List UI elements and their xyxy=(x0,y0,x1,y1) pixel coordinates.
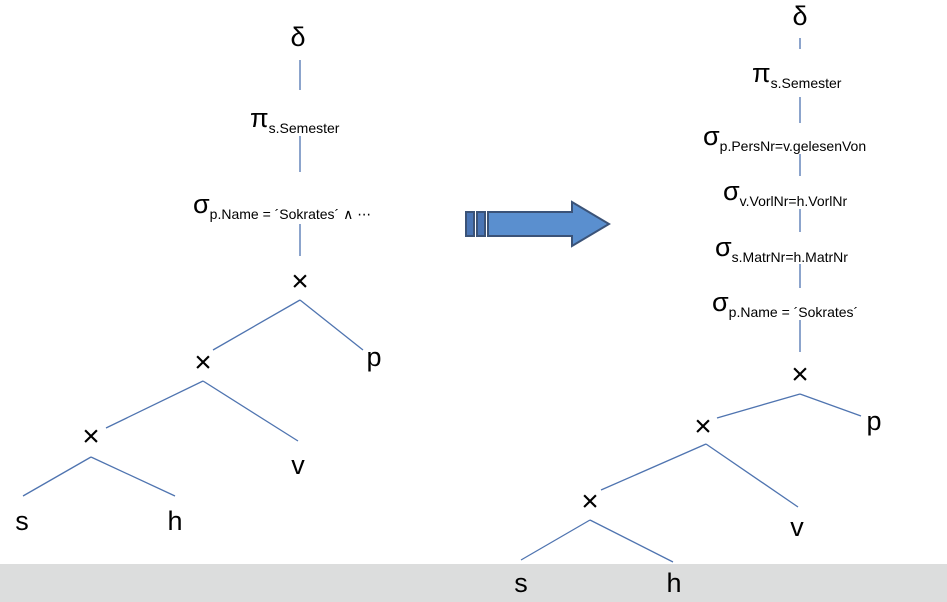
right-projection: πs.Semester xyxy=(752,58,842,91)
left-cross-2: × xyxy=(194,346,212,379)
right-projection-subscript: s.Semester xyxy=(771,75,842,91)
right-tree: δ πs.Semester σp.PersNr=v.gelesenVon σv.… xyxy=(514,1,881,598)
left-selection-subscript: p.Name = ´Sokrates´ ∧ ⋯ xyxy=(210,206,372,222)
bottom-bar xyxy=(0,564,947,602)
right-projection-symbol: π xyxy=(752,58,771,88)
left-edge-cross1-cross2 xyxy=(212,299,301,351)
right-root-delta: δ xyxy=(792,1,807,31)
left-edge-cross3-s xyxy=(22,456,92,497)
right-edge-cross1-cross2 xyxy=(716,393,801,419)
transformation-arrow xyxy=(465,200,611,248)
right-selection-2-subscript: v.VorlNr=h.VorlNr xyxy=(740,193,848,209)
left-selection-symbol: σ xyxy=(193,189,210,219)
right-selection-4: σp.Name = ´Sokrates´ xyxy=(712,287,858,320)
arrow-tail-segment-2 xyxy=(476,211,486,237)
left-leaf-h: h xyxy=(167,506,182,536)
right-selection-3: σs.MatrNr=h.MatrNr xyxy=(715,232,848,265)
right-edge-cross1-p xyxy=(799,393,862,417)
left-selection: σp.Name = ´Sokrates´ ∧ ⋯ xyxy=(193,189,371,222)
right-leaf-s: s xyxy=(514,568,528,598)
right-edge-cross3-h xyxy=(589,519,674,563)
left-cross-1: × xyxy=(291,265,309,298)
right-selection-1-symbol: σ xyxy=(703,121,720,151)
right-edge-cross3-s xyxy=(520,519,591,561)
right-selection-4-subscript: p.Name = ´Sokrates´ xyxy=(729,304,859,320)
left-edge-cross2-v xyxy=(202,380,299,442)
right-edge-cross2-v xyxy=(705,443,799,508)
left-leaf-s: s xyxy=(15,506,29,536)
arrow-body xyxy=(487,200,611,248)
left-projection: πs.Semester xyxy=(250,103,340,136)
right-cross-3: × xyxy=(581,485,599,518)
left-projection-subscript: s.Semester xyxy=(269,120,340,136)
right-leaf-v: v xyxy=(790,512,804,542)
left-projection-symbol: π xyxy=(250,103,269,133)
right-cross-1: × xyxy=(791,358,809,391)
left-cross-3: × xyxy=(82,420,100,453)
right-selection-1: σp.PersNr=v.gelesenVon xyxy=(703,121,866,154)
left-tree: δ πs.Semester σp.Name = ´Sokrates´ ∧ ⋯ ×… xyxy=(15,22,381,536)
right-leaf-h: h xyxy=(666,568,681,598)
right-cross-2: × xyxy=(694,410,712,443)
left-edge-cross1-p xyxy=(299,299,364,351)
right-leaf-p: p xyxy=(866,406,881,436)
left-edge-cross2-cross3 xyxy=(105,380,204,429)
right-selection-1-subscript: p.PersNr=v.gelesenVon xyxy=(720,138,866,154)
left-root-delta: δ xyxy=(290,22,305,52)
left-leaf-v: v xyxy=(291,450,305,480)
left-leaf-p: p xyxy=(366,342,381,372)
arrow-tail-segment-1 xyxy=(465,211,475,237)
right-selection-2-symbol: σ xyxy=(723,176,740,206)
right-selection-2: σv.VorlNr=h.VorlNr xyxy=(723,176,848,209)
right-selection-3-subscript: s.MatrNr=h.MatrNr xyxy=(732,249,849,265)
left-edge-cross3-h xyxy=(90,456,176,497)
right-selection-4-symbol: σ xyxy=(712,287,729,317)
right-selection-3-symbol: σ xyxy=(715,232,732,262)
right-edge-cross2-cross3 xyxy=(600,443,707,491)
